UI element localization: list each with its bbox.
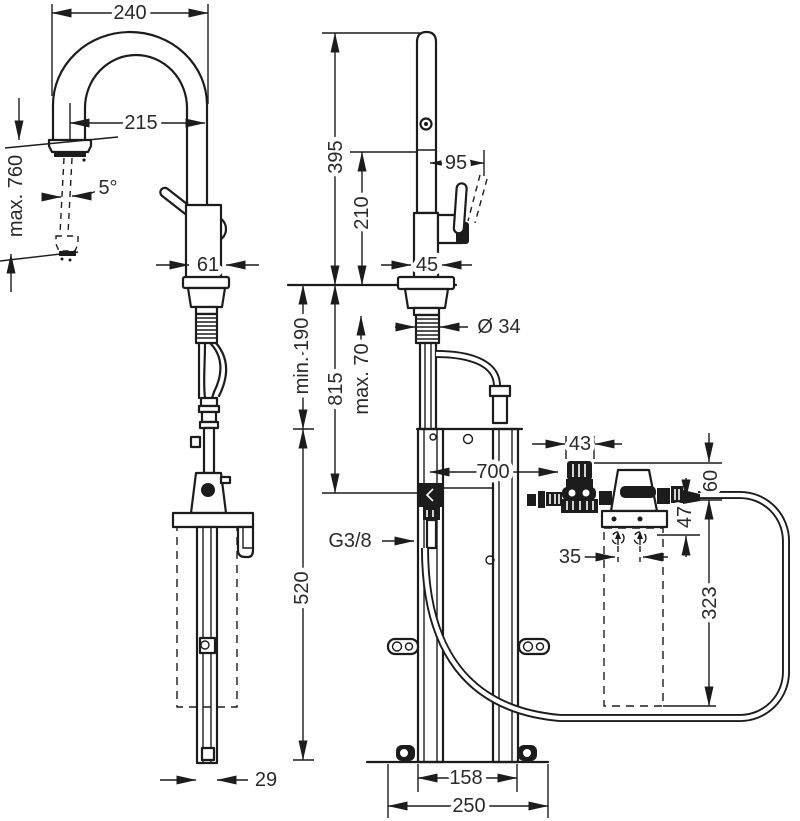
- plate-hole: [429, 433, 437, 441]
- dim-215: 215: [69, 103, 206, 142]
- dim-45: 45: [381, 250, 472, 281]
- faucet-body-side: [412, 211, 440, 280]
- dim-hose-below: 815: [325, 372, 347, 405]
- pullout-spray-dashed: [55, 157, 79, 262]
- dim-323: 323: [695, 499, 726, 707]
- dim-520: 520: [287, 428, 318, 761]
- fixing-clip-right: [517, 637, 551, 656]
- dim-spout-reach: 240: [113, 2, 146, 24]
- dim-43: 43: [532, 429, 622, 460]
- dim-frame-height: 520: [291, 571, 313, 604]
- hose-weight-block: [189, 471, 232, 515]
- dim-g38: G3/8: [324, 526, 415, 557]
- dim-max-760: max. 760: [0, 98, 119, 292]
- front-view: 240 215 max. 760 5° 61: [0, 0, 282, 796]
- supply-hoses: [197, 341, 228, 400]
- shank-tube: [418, 341, 438, 432]
- plate-hole: [485, 555, 495, 565]
- g38-tee-fitting: [419, 483, 443, 550]
- threaded-shank: [194, 312, 219, 345]
- dim-61: 61: [156, 250, 259, 281]
- dim-valve-offset: 60: [700, 470, 722, 492]
- dim-5deg: 5°: [41, 173, 122, 204]
- filter-screw-positions: [611, 531, 647, 545]
- dim-210: 210: [347, 151, 378, 286]
- dim-spray-angle: 5°: [98, 177, 117, 199]
- escutcheon-side: [403, 287, 450, 310]
- dim-95: 95: [429, 148, 485, 179]
- dim-screw-spacing: 35: [559, 546, 581, 568]
- dim-handle-projection: 95: [445, 152, 467, 174]
- pressure-regulator-assembly: [527, 461, 612, 513]
- base-flange: [181, 275, 231, 290]
- fixing-clip-left: [386, 637, 420, 656]
- dim-filter-length: 323: [699, 586, 721, 619]
- frame-foot-left: [396, 745, 415, 761]
- plate-hole: [462, 433, 474, 445]
- sbox-rod: [195, 525, 219, 765]
- threaded-shank-side: [414, 313, 441, 345]
- dim-158: 158: [417, 763, 518, 794]
- dim-total-height: 395: [325, 140, 347, 173]
- handle-lever-dashed: [467, 174, 488, 224]
- dim-min-190: min. 190: [287, 284, 318, 430]
- dim-min-clearance: min. 190: [291, 318, 313, 395]
- dim-frame-inner: 158: [449, 767, 482, 789]
- dim-outlet-height: 210: [351, 196, 373, 229]
- dim-47: 47: [657, 478, 701, 557]
- frame-foot-right: [518, 745, 537, 761]
- dim-29: 29: [160, 765, 282, 796]
- dim-max-counter: max. 70: [351, 343, 373, 414]
- dim-dia-34: Ø 34: [395, 312, 525, 343]
- side-view: 395 210 95 45 min. 190 max. 70 815: [287, 30, 790, 821]
- water-drip: [82, 158, 86, 162]
- filter-mounting-plate: [600, 509, 669, 529]
- filter-head: [600, 468, 700, 529]
- dim-max-70: max. 70: [347, 315, 378, 419]
- dim-35: 35: [554, 542, 668, 573]
- dim-hole-diameter: Ø 34: [477, 316, 520, 338]
- coupling: [599, 491, 612, 505]
- dim-screw-offset: 47: [674, 506, 696, 528]
- base-flange-side: [396, 275, 456, 291]
- dim-250: 250: [387, 764, 549, 821]
- dim-rod-width: 29: [255, 769, 277, 791]
- dim-395: 395: [321, 32, 352, 286]
- dim-60: 60: [594, 433, 727, 501]
- hose-coupling: [197, 396, 221, 430]
- hose-travel-outline-dashed: [176, 526, 238, 708]
- filter-cartridge-dashed: [603, 527, 664, 707]
- pullout-hose-loop: [421, 491, 790, 722]
- escutcheon: [186, 286, 227, 309]
- dim-body-depth: 45: [416, 254, 438, 276]
- dim-240: 240: [51, 0, 209, 104]
- hose-guide-tube: [202, 426, 216, 475]
- label-thread: G3/8: [328, 530, 371, 552]
- dim-frame-outer: 250: [452, 795, 485, 817]
- dim-hose-run: 700: [476, 461, 509, 483]
- aerator: [54, 152, 86, 157]
- side-clip: [189, 435, 202, 449]
- dim-815: 815: [321, 284, 352, 494]
- dim-max-pullout: max. 760: [5, 155, 27, 237]
- select-button-dot: [424, 122, 428, 126]
- dim-inner-reach: 215: [124, 112, 157, 134]
- outlet-hose: [435, 350, 512, 425]
- dim-700: 700: [429, 457, 559, 488]
- dim-valve-width: 43: [569, 433, 591, 455]
- handle-lever-side: [452, 182, 468, 235]
- dim-body-diameter: 61: [197, 254, 219, 276]
